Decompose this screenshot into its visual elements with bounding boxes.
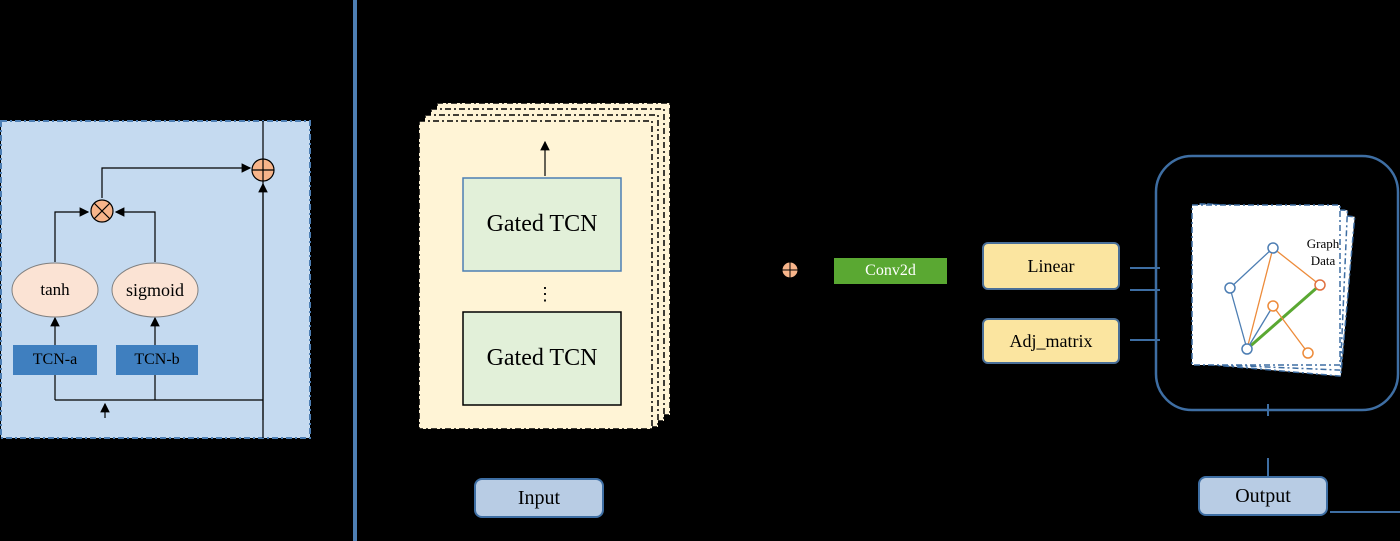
graph-frame <box>1154 154 1400 412</box>
linear-box: Linear <box>982 242 1120 290</box>
gated-tcn-bottom-label: Gated TCN <box>486 345 598 371</box>
multiply-operator-icon <box>90 199 114 223</box>
tanh-oval <box>11 262 99 318</box>
gated-tcn-block-bottom <box>462 311 622 406</box>
tcn-b-box: TCN-b <box>116 345 198 375</box>
stack-ellipsis: ⋮ <box>536 283 554 304</box>
tcn-b-label: TCN-b <box>134 351 180 368</box>
add-operator-icon <box>251 158 275 182</box>
conv2d-block: Conv2d <box>834 258 947 284</box>
sigmoid-oval <box>111 262 199 318</box>
linear-label: Linear <box>1027 255 1075 276</box>
gated-tcn-top-label: Gated TCN <box>486 211 598 237</box>
graph-data-stack <box>1191 203 1356 377</box>
input-label: Input <box>517 486 561 509</box>
conv2d-label: Conv2d <box>865 262 916 279</box>
sigmoid-label: sigmoid <box>125 279 184 300</box>
conv-add-operator-icon <box>781 261 799 279</box>
input-box[interactable]: Input <box>474 478 604 518</box>
tcn-a-box: TCN-a <box>13 345 97 375</box>
graph-title-line1: Graph <box>1306 236 1340 251</box>
adj-matrix-box: Adj_matrix <box>982 318 1120 364</box>
output-box[interactable]: Output <box>1198 476 1328 516</box>
graph-data-title: Graph Data <box>1296 234 1350 270</box>
gated-tcn-stack <box>418 102 671 430</box>
graph-frame-links <box>1130 267 1160 341</box>
output-connector <box>1267 458 1400 513</box>
output-label: Output <box>1235 484 1291 507</box>
graph-title-line2: Data <box>1310 253 1336 268</box>
gated-tcn-block-top <box>462 177 622 272</box>
tcn-a-label: TCN-a <box>32 351 78 368</box>
graph-nodes <box>1224 242 1326 359</box>
adj-matrix-label: Adj_matrix <box>1009 330 1093 351</box>
tanh-label: tanh <box>40 280 70 299</box>
graph-edges <box>1229 247 1321 354</box>
